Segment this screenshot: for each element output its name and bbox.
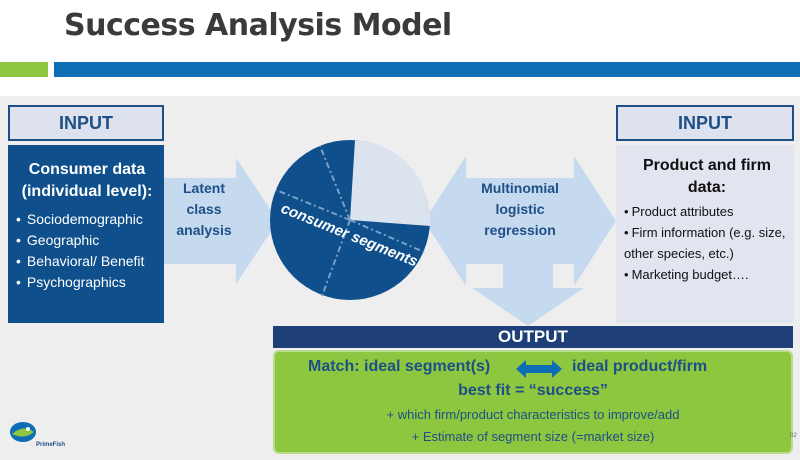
input-right-header: INPUT (616, 105, 794, 141)
latent-class-label: Latent class analysis (166, 178, 242, 241)
consumer-item-psychographics: Psychographics (16, 272, 158, 293)
product-firm-data-box: Product and firm data: Product attribute… (616, 145, 794, 323)
latent-line-1: Latent (183, 180, 225, 196)
page-number: 02 (790, 433, 797, 439)
arrow-multinomial (424, 156, 616, 286)
product-item-attributes: Product attributes (624, 201, 790, 222)
product-firm-title: Product and firm data: (642, 157, 771, 196)
multinomial-label: Multinomial logistic regression (466, 178, 574, 241)
double-arrow-icon (516, 360, 562, 378)
latent-line-2: class (186, 201, 222, 217)
match-row: Match: ideal segment(s) ideal product/fi… (308, 358, 768, 380)
which-firm-text: + which firm/product characteristics to … (386, 407, 680, 422)
title-underline-blue (54, 62, 800, 77)
consumer-data-title: Consumer data (individual level): (21, 161, 153, 200)
input-left-header: INPUT (8, 105, 164, 141)
estimate-text: + Estimate of segment size (=market size… (411, 429, 655, 444)
product-item-firm-info: Firm information (e.g. size, other speci… (624, 222, 790, 264)
match-ideal-segment: Match: ideal segment(s) (308, 358, 491, 375)
best-fit-text: best fit = “success” (458, 382, 608, 399)
product-item-marketing-budget: Marketing budget…. (624, 264, 790, 285)
arrow-latent-class (164, 158, 278, 284)
consumer-segments-pie: consumer segments (270, 140, 431, 300)
arrow-to-output (472, 264, 584, 326)
latent-line-3: analysis (176, 222, 232, 238)
logo-text: PrimeFish (36, 442, 66, 448)
slide-title: Success Analysis Model (64, 8, 452, 43)
match-ideal-product: ideal product/firm (572, 358, 708, 375)
fish-logo-icon (10, 422, 36, 442)
multinomial-line-3: regression (484, 222, 556, 238)
output-header: OUTPUT (273, 326, 793, 348)
consumer-item-sociodemographic: Sociodemographic (16, 209, 158, 230)
consumer-item-behavioral: Behavioral/ Benefit (16, 251, 158, 272)
consumer-item-geographic: Geographic (16, 230, 158, 251)
multinomial-line-2: logistic (495, 201, 545, 217)
multinomial-line-1: Multinomial (481, 180, 559, 196)
title-underline-green (0, 62, 48, 77)
consumer-data-box: Consumer data (individual level): Sociod… (8, 145, 164, 323)
